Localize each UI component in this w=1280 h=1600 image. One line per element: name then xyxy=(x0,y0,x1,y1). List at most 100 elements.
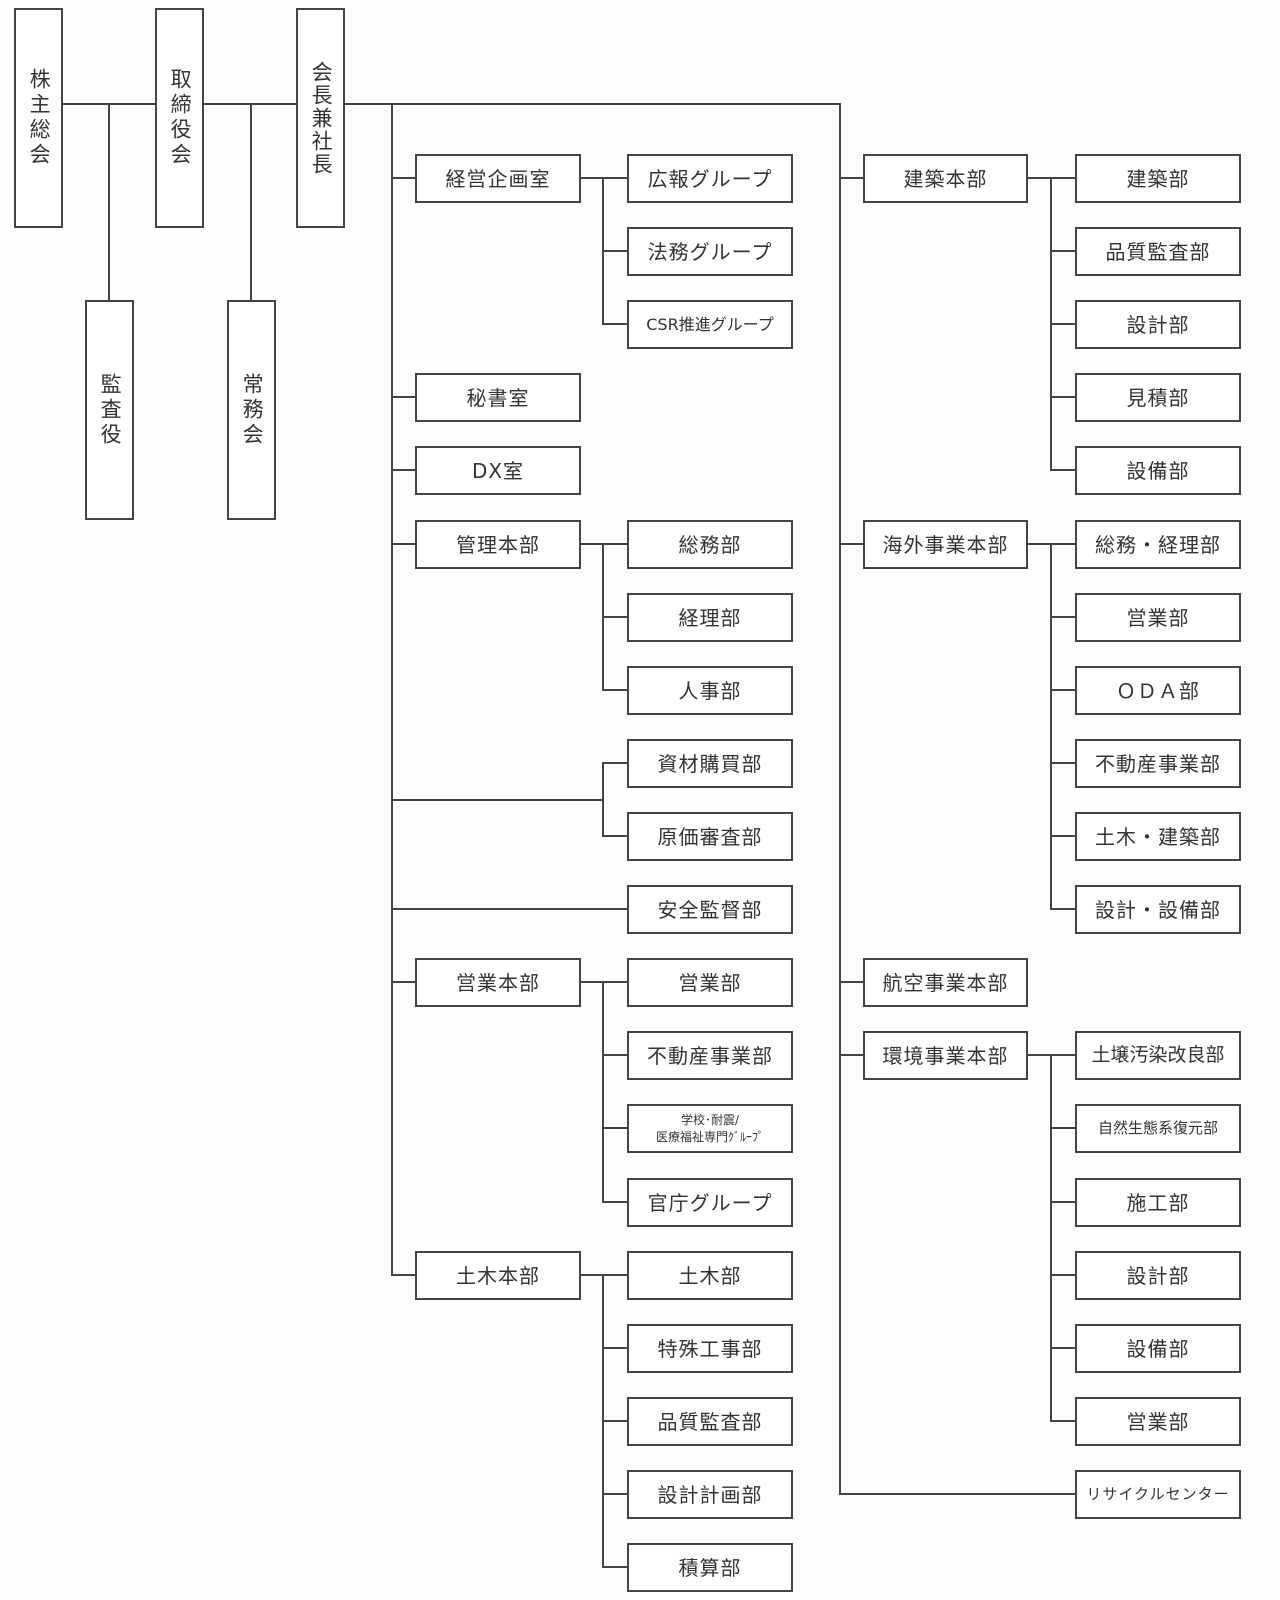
branch xyxy=(602,762,627,764)
administration-hq-box: 管理本部 xyxy=(415,520,581,569)
arch-estimate-label: 見積部 xyxy=(1126,385,1190,410)
board-of-directors-label: 取締役会 xyxy=(168,68,193,168)
cost-review-box: 原価審査部 xyxy=(627,812,793,861)
architecture-hq-box: 建築本部 xyxy=(863,154,1028,203)
overseas-real-estate-box: 不動産事業部 xyxy=(1075,739,1241,788)
shareholders-meeting-label: 株主総会 xyxy=(27,68,52,168)
csr-group-box: CSR推進グループ xyxy=(627,300,793,349)
president-box: 会長兼社長 xyxy=(296,8,345,228)
corporate-planning-box: 経営企画室 xyxy=(415,154,581,203)
branch xyxy=(391,981,415,983)
branch xyxy=(1050,469,1075,471)
branch xyxy=(1050,1347,1075,1349)
branch xyxy=(391,799,603,801)
right-trunk xyxy=(839,103,841,1495)
arch-facilities-box: 設備部 xyxy=(1075,446,1241,495)
legal-group-label: 法務グループ xyxy=(647,239,773,264)
overseas-civil-arch-label: 土木・建築部 xyxy=(1095,824,1221,849)
civil-quality-audit-label: 品質監査部 xyxy=(657,1409,763,1434)
arch-quality-audit-box: 品質監査部 xyxy=(1075,227,1241,276)
branch xyxy=(602,323,627,325)
pr-group-label: 広報グループ xyxy=(647,166,773,191)
hr-label: 人事部 xyxy=(678,678,742,703)
cost-review-label: 原価審査部 xyxy=(657,824,763,849)
branch xyxy=(1050,250,1075,252)
executive-committee-box: 常務会 xyxy=(227,300,276,520)
procurement-label: 資材購買部 xyxy=(657,751,763,776)
arch-quality-audit-label: 品質監査部 xyxy=(1105,239,1211,264)
bracket xyxy=(602,762,604,837)
bracket xyxy=(602,981,604,1203)
branch xyxy=(602,689,627,691)
construction-box: 施工部 xyxy=(1075,1178,1241,1227)
dx-office-label: DX室 xyxy=(471,458,525,483)
civil-dept-box: 土木部 xyxy=(627,1251,793,1300)
general-affairs-box: 総務部 xyxy=(627,520,793,569)
branch xyxy=(839,177,863,179)
branch xyxy=(839,981,863,983)
branch xyxy=(391,543,415,545)
construction-label: 施工部 xyxy=(1126,1190,1190,1215)
arch-estimate-box: 見積部 xyxy=(1075,373,1241,422)
safety-supervision-label: 安全監督部 xyxy=(657,897,763,922)
board-of-directors-box: 取締役会 xyxy=(155,8,204,228)
branch xyxy=(1050,1274,1075,1276)
branch xyxy=(1050,1127,1075,1129)
soil-remediation-box: 土壌汚染改良部 xyxy=(1075,1031,1241,1080)
sales-dept-box: 営業部 xyxy=(627,958,793,1007)
recycle-center-box: リサイクルセンター xyxy=(1075,1470,1241,1519)
bracket xyxy=(1050,543,1052,910)
overseas-admin-accounting-box: 総務・経理部 xyxy=(1075,520,1241,569)
branch xyxy=(602,1201,627,1203)
architecture-dept-box: 建築部 xyxy=(1075,154,1241,203)
aviation-hq-label: 航空事業本部 xyxy=(882,970,1009,995)
branch xyxy=(602,835,627,837)
branch xyxy=(1050,1201,1075,1203)
government-group-label: 官庁グループ xyxy=(647,1190,773,1215)
branch xyxy=(839,1493,1075,1495)
ecosystem-restoration-box: 自然生態系復元部 xyxy=(1075,1104,1241,1153)
procurement-box: 資材購買部 xyxy=(627,739,793,788)
branch xyxy=(391,177,415,179)
sales-dept-label: 営業部 xyxy=(678,970,742,995)
ecosystem-restoration-label: 自然生態系復元部 xyxy=(1097,1119,1218,1138)
shareholders-meeting-box: 株主総会 xyxy=(14,8,63,228)
env-sales-label: 営業部 xyxy=(1126,1409,1190,1434)
env-design-label: 設計部 xyxy=(1126,1263,1190,1288)
secretariat-label: 秘書室 xyxy=(466,385,530,410)
branch xyxy=(1050,835,1075,837)
branch xyxy=(1050,396,1075,398)
branch xyxy=(391,908,627,910)
school-medical-group-box: 学校･耐震/ 医療福祉専門ｸﾞﾙｰﾌﾟ xyxy=(627,1104,793,1153)
connector-executive-committee xyxy=(250,103,252,300)
oda-box: ＯＤＡ部 xyxy=(1075,666,1241,715)
branch xyxy=(1050,1420,1075,1422)
left-trunk xyxy=(391,103,393,1276)
dx-office-box: DX室 xyxy=(415,446,581,495)
branch xyxy=(602,1127,627,1129)
branch xyxy=(602,1493,627,1495)
school-seismic-label: 学校･耐震/ xyxy=(680,1113,740,1128)
secretariat-box: 秘書室 xyxy=(415,373,581,422)
arch-facilities-label: 設備部 xyxy=(1126,458,1190,483)
branch xyxy=(602,1420,627,1422)
environment-hq-label: 環境事業本部 xyxy=(882,1043,1009,1068)
connector-auditor xyxy=(108,103,110,300)
architecture-dept-label: 建築部 xyxy=(1126,166,1190,191)
overseas-admin-accounting-label: 総務・経理部 xyxy=(1095,532,1221,557)
branch xyxy=(602,250,627,252)
branch xyxy=(391,469,415,471)
overseas-real-estate-label: 不動産事業部 xyxy=(1095,751,1221,776)
branch xyxy=(391,396,415,398)
arch-design-box: 設計部 xyxy=(1075,300,1241,349)
overseas-civil-arch-box: 土木・建築部 xyxy=(1075,812,1241,861)
sales-hq-box: 営業本部 xyxy=(415,958,581,1007)
real-estate-box: 不動産事業部 xyxy=(627,1031,793,1080)
civil-quality-audit-box: 品質監査部 xyxy=(627,1397,793,1446)
special-works-box: 特殊工事部 xyxy=(627,1324,793,1373)
branch xyxy=(839,1054,863,1056)
civil-engineering-hq-box: 土木本部 xyxy=(415,1251,581,1300)
branch xyxy=(839,543,863,545)
connector-president-main xyxy=(344,103,841,105)
general-affairs-label: 総務部 xyxy=(678,532,742,557)
